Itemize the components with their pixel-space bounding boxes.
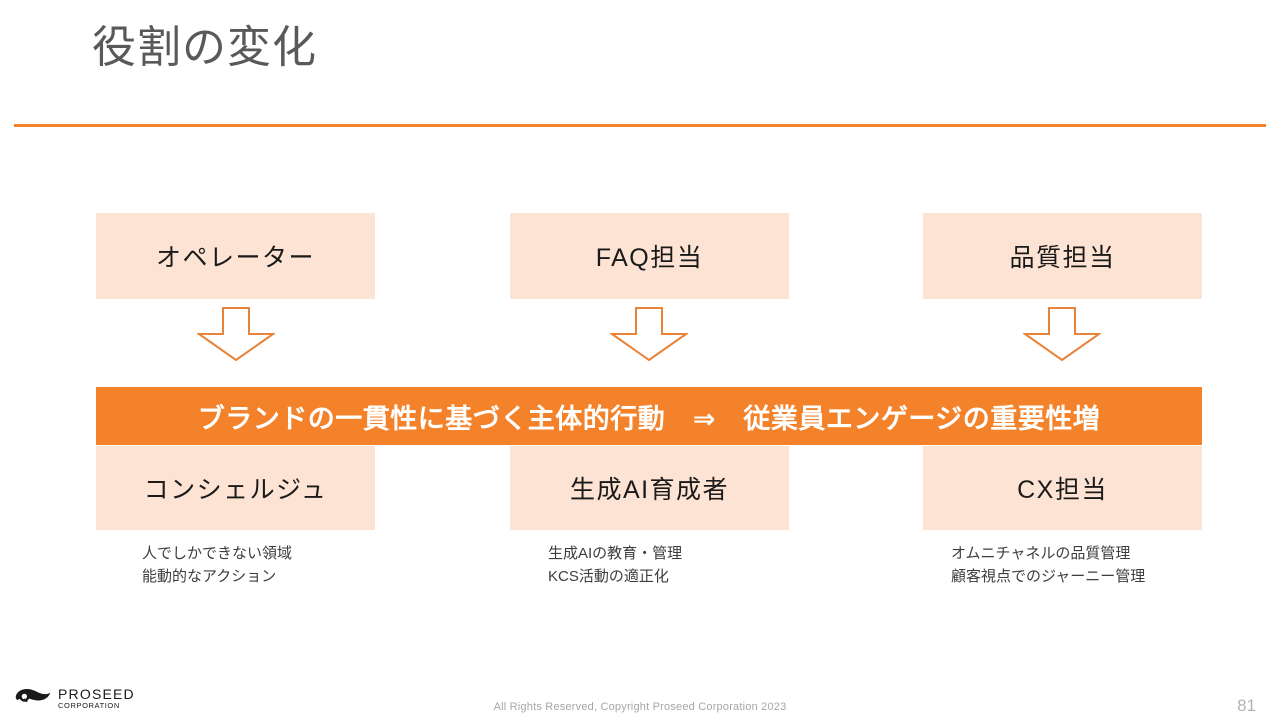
page-number: 81 (1237, 696, 1256, 715)
logo-main-text: PROSEED (58, 686, 135, 702)
proseed-logo-icon (15, 689, 51, 703)
bottom-role-label-1: コンシェルジュ (143, 476, 328, 504)
bottom-role-box-1: コンシェルジュ (96, 446, 375, 530)
top-role-box-1: オペレーター (96, 213, 375, 299)
logo-wordmark: PROSEED CORPORATION (58, 687, 135, 710)
bottom-role-label-3: CX担当 (1017, 476, 1108, 504)
page-title: 役割の変化 (92, 23, 317, 72)
top-role-box-3: 品質担当 (923, 213, 1202, 299)
top-role-box-2: FAQ担当 (510, 213, 789, 299)
bottom-role-box-3: CX担当 (923, 446, 1202, 530)
highlight-banner: ブランドの一貫性に基づく主体的行動 ⇒ 従業員エンゲージの重要性増 (96, 387, 1202, 445)
top-role-label-2: FAQ担当 (595, 244, 704, 272)
top-role-label-3: 品質担当 (1009, 244, 1116, 272)
bottom-role-caption-1: 人でしかできない領域 能動的なアクション (142, 545, 293, 586)
down-arrow-icon (610, 307, 688, 362)
bottom-role-caption-3: オムニチャネルの品質管理 顧客視点でのジャーニー管理 (951, 545, 1146, 586)
top-role-label-1: オペレーター (155, 244, 315, 272)
bottom-role-box-2: 生成AI育成者 (510, 446, 789, 530)
bottom-role-caption-2: 生成AIの教育・管理 KCS活動の適正化 (548, 545, 683, 586)
down-arrow-icon (1023, 307, 1101, 362)
bottom-role-label-2: 生成AI育成者 (569, 476, 730, 504)
copyright-notice: All Rights Reserved, Copyright Proseed C… (493, 701, 787, 713)
down-arrow-icon (197, 307, 275, 362)
title-divider (14, 124, 1266, 127)
logo-sub-text: CORPORATION (58, 701, 120, 710)
company-logo: PROSEED CORPORATION (14, 687, 135, 710)
